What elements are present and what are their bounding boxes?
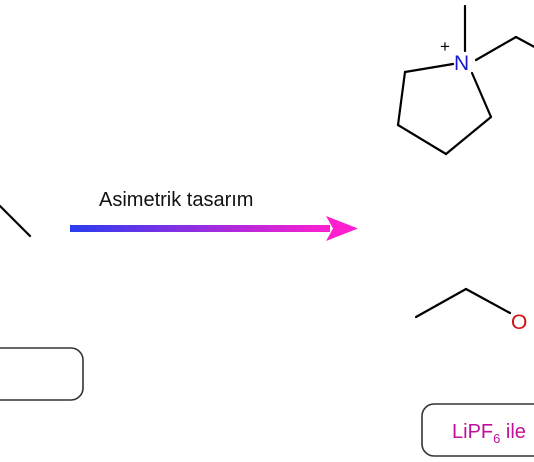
salt-label: LiPF6 ile xyxy=(452,421,526,446)
pyrrolidinium-cation xyxy=(396,4,534,156)
ether-bond-1 xyxy=(414,287,468,319)
left-molecule-bond xyxy=(0,204,32,238)
transformation-arrow xyxy=(70,216,358,241)
ring-bond-n-left xyxy=(403,62,455,74)
arrow-shaft xyxy=(70,225,330,232)
arrow-label: Asimetrik tasarım xyxy=(99,189,253,211)
ring-bond-n-right xyxy=(470,71,493,119)
oxygen-atom: O xyxy=(511,311,527,334)
ethyl-bond-2 xyxy=(514,35,534,49)
positive-charge: + xyxy=(440,37,450,56)
salt-label-subscript: 6 xyxy=(493,431,500,446)
nitrogen-atom: N xyxy=(454,52,469,75)
salt-label-box xyxy=(421,403,534,457)
salt-label-after: ile xyxy=(500,421,526,443)
ether-bond-2 xyxy=(464,287,512,315)
ring-bond-bottom-left xyxy=(396,123,448,156)
ring-bond-bottom-right xyxy=(444,115,493,156)
left-label-box xyxy=(0,347,84,401)
salt-label-main: LiPF xyxy=(452,421,493,443)
ethyl-bond xyxy=(474,35,518,62)
arrow-head xyxy=(326,216,358,241)
ring-bond-left xyxy=(396,70,407,127)
ether-fragment xyxy=(414,287,512,319)
